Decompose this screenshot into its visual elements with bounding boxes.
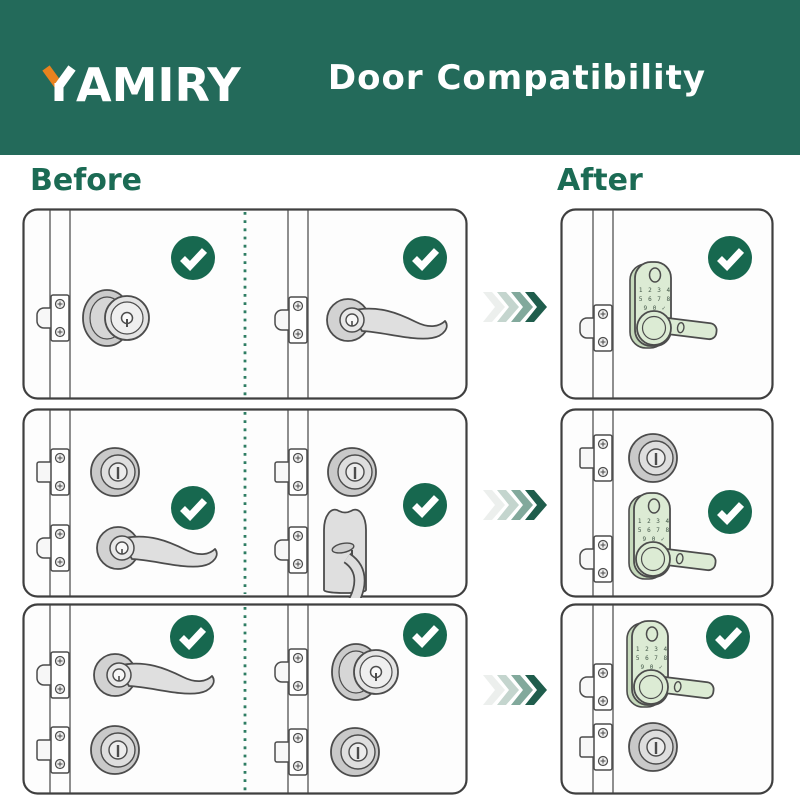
latch-icon xyxy=(274,728,308,776)
transition-chevrons-row-2 xyxy=(483,490,547,520)
door-knob-icon xyxy=(331,643,399,701)
svg-text:9 0 ✓: 9 0 ✓ xyxy=(643,305,666,312)
svg-text:1 2 3 4: 1 2 3 4 xyxy=(636,646,668,653)
chevron-icon xyxy=(497,292,519,322)
deadbolt-icon xyxy=(327,447,377,497)
before-door-panel-row-2 xyxy=(22,408,468,598)
after-door-panel-row-2: 1 2 3 4 5 6 7 8 9 0 ✓ xyxy=(560,408,774,598)
svg-text:1 2 3 4: 1 2 3 4 xyxy=(638,518,670,525)
deadbolt-icon xyxy=(628,722,678,772)
svg-text:5 6 7 8: 5 6 7 8 xyxy=(638,527,670,534)
door-lever-icon xyxy=(326,298,448,342)
after-door-panel-row-3: 1 2 3 4 5 6 7 8 9 0 ✓ xyxy=(560,603,774,795)
keypad-digits: 1 2 3 4 5 6 7 8 9 0 ✓ xyxy=(638,518,670,543)
door-knob-icon xyxy=(82,289,150,347)
before-door-panel-row-1 xyxy=(22,208,468,400)
door-lever-icon xyxy=(96,526,218,570)
chevron-icon xyxy=(497,490,519,520)
smart-lock-icon: 1 2 3 4 5 6 7 8 9 0 ✓ xyxy=(629,261,718,349)
header-banner: AMIRY Door Compatibility xyxy=(0,0,800,155)
checkmark-icon xyxy=(171,236,215,280)
chevron-icon xyxy=(483,292,505,322)
chevron-icon xyxy=(525,675,547,705)
checkmark-icon xyxy=(403,613,447,657)
door-edge-lines xyxy=(592,210,614,398)
latch-icon xyxy=(36,294,70,342)
svg-text:1 2 3 4: 1 2 3 4 xyxy=(639,287,671,294)
svg-text:9 0 ✓: 9 0 ✓ xyxy=(642,536,665,543)
door-edge-lines xyxy=(592,605,614,793)
chevron-icon xyxy=(511,675,533,705)
smart-lock-icon: 1 2 3 4 5 6 7 8 9 0 ✓ xyxy=(626,620,715,708)
keypad-digits: 1 2 3 4 5 6 7 8 9 0 ✓ xyxy=(639,287,671,312)
svg-text:5 6 7 8: 5 6 7 8 xyxy=(636,655,668,662)
deadbolt-icon xyxy=(330,727,380,777)
latch-icon xyxy=(579,723,613,771)
deadbolt-icon xyxy=(90,447,140,497)
svg-text:5 6 7 8: 5 6 7 8 xyxy=(639,296,671,303)
latch-icon xyxy=(36,448,70,496)
handleset-icon xyxy=(323,508,367,598)
chevron-icon xyxy=(525,292,547,322)
latch-icon xyxy=(36,651,70,699)
checkmark-icon xyxy=(708,490,752,534)
latch-icon xyxy=(36,524,70,572)
transition-chevrons-row-3 xyxy=(483,675,547,705)
svg-text:9 0 ✓: 9 0 ✓ xyxy=(640,664,663,671)
chevron-icon xyxy=(511,292,533,322)
checkmark-icon xyxy=(708,236,752,280)
latch-icon xyxy=(579,663,613,711)
brand-logo-text: AMIRY xyxy=(76,58,241,104)
page-title: Door Compatibility xyxy=(327,57,707,98)
checkmark-icon xyxy=(170,615,214,659)
latch-icon xyxy=(579,535,613,583)
chevron-icon xyxy=(511,490,533,520)
brand-logo: AMIRY xyxy=(42,58,241,104)
deadbolt-icon xyxy=(628,433,678,483)
keypad-digits: 1 2 3 4 5 6 7 8 9 0 ✓ xyxy=(636,646,668,671)
checkmark-icon xyxy=(706,615,750,659)
door-edge-lines xyxy=(49,410,71,596)
after-door-panel-row-1: 1 2 3 4 5 6 7 8 9 0 ✓ xyxy=(560,208,774,400)
door-edge-lines xyxy=(287,410,309,596)
latch-icon xyxy=(579,434,613,482)
chevron-icon xyxy=(525,490,547,520)
chevron-icon xyxy=(483,675,505,705)
latch-icon xyxy=(274,648,308,696)
latch-icon xyxy=(579,304,613,352)
checkmark-icon xyxy=(403,236,447,280)
before-label: Before xyxy=(30,163,143,198)
latch-icon xyxy=(36,726,70,774)
after-label: After xyxy=(557,163,643,198)
chevron-icon xyxy=(497,675,519,705)
transition-chevrons-row-1 xyxy=(483,292,547,322)
door-edge-lines xyxy=(49,605,71,793)
latch-icon xyxy=(274,296,308,344)
checkmark-icon xyxy=(403,483,447,527)
door-edge-lines xyxy=(287,210,309,398)
door-lever-icon xyxy=(93,653,215,697)
deadbolt-icon xyxy=(90,725,140,775)
checkmark-icon xyxy=(171,486,215,530)
latch-icon xyxy=(274,526,308,574)
chevron-icon xyxy=(483,490,505,520)
latch-icon xyxy=(274,448,308,496)
smart-lock-icon: 1 2 3 4 5 6 7 8 9 0 ✓ xyxy=(628,492,717,580)
before-door-panel-row-3 xyxy=(22,603,468,795)
door-edge-lines xyxy=(49,210,71,398)
